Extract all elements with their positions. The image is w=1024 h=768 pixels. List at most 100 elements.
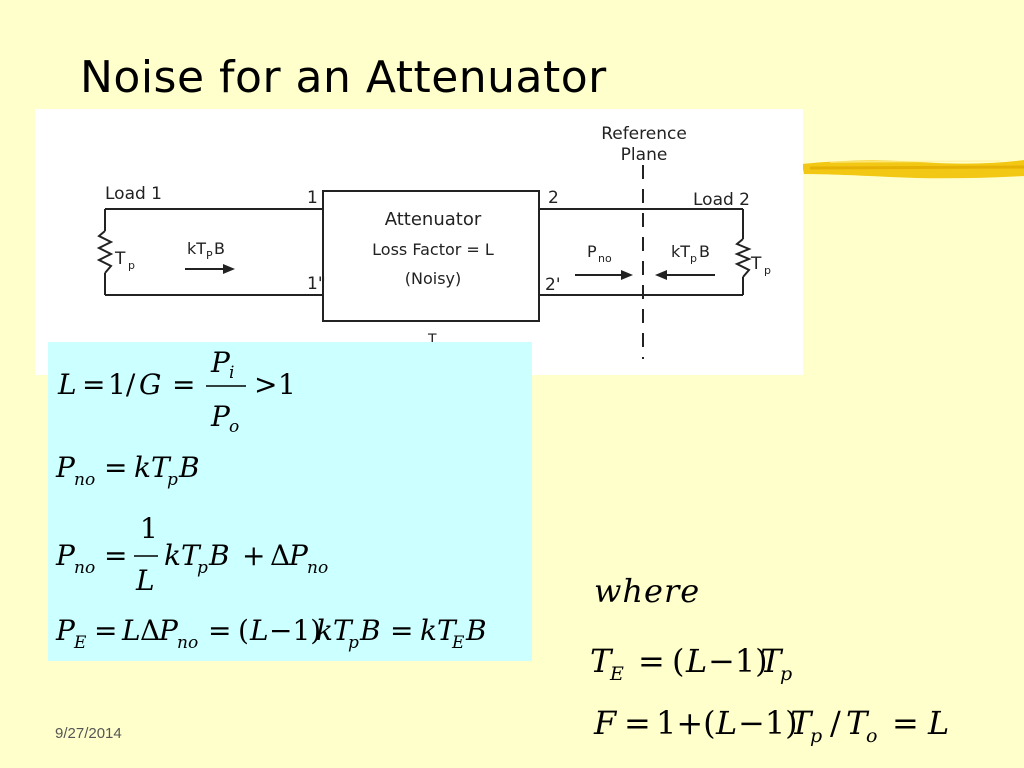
svg-text:=: = bbox=[172, 368, 195, 401]
svg-text:−1): −1) bbox=[738, 704, 798, 742]
svg-text:T: T bbox=[790, 704, 814, 742]
svg-text:B: B bbox=[699, 242, 710, 261]
attenuator-loss-factor: Loss Factor = L bbox=[372, 240, 494, 259]
svg-text:L: L bbox=[121, 614, 141, 647]
svg-text:p: p bbox=[764, 264, 771, 277]
svg-text:L: L bbox=[249, 614, 269, 647]
svg-text:T: T bbox=[114, 249, 126, 269]
svg-text:1/: 1/ bbox=[108, 368, 136, 401]
equation-f: F = 1+( L −1) T p / T o = L bbox=[593, 704, 949, 747]
svg-text:L: L bbox=[715, 704, 737, 742]
svg-text:p: p bbox=[810, 725, 822, 747]
svg-text:P: P bbox=[55, 539, 76, 572]
port-1-label: 1 bbox=[307, 188, 318, 208]
resistor-right-icon bbox=[734, 238, 752, 278]
svg-text:P: P bbox=[288, 539, 309, 572]
footer-date: 9/27/2014 bbox=[55, 725, 122, 742]
svg-text:=: = bbox=[94, 614, 117, 647]
svg-text:no: no bbox=[177, 633, 198, 653]
slide-title: Noise for an Attenuator bbox=[80, 52, 607, 103]
svg-text:B: B bbox=[178, 451, 200, 484]
svg-text:no: no bbox=[598, 252, 612, 265]
decorative-brush-stroke bbox=[802, 160, 1024, 179]
svg-text:kT: kT bbox=[671, 242, 690, 261]
equation-pe: P E = L Δ P no = ( L −1) kT p B = kT E B bbox=[55, 614, 487, 653]
svg-text:p: p bbox=[348, 633, 359, 653]
attenuator-title: Attenuator bbox=[385, 209, 482, 230]
svg-text:B: B bbox=[465, 614, 487, 647]
svg-text:no: no bbox=[74, 558, 95, 578]
svg-text:G: G bbox=[139, 368, 161, 401]
svg-text:kT: kT bbox=[134, 451, 172, 484]
svg-text:=: = bbox=[104, 451, 127, 484]
svg-text:L: L bbox=[927, 704, 949, 742]
svg-text:=: = bbox=[208, 614, 231, 647]
svg-text:E: E bbox=[451, 633, 465, 653]
svg-text:no: no bbox=[307, 558, 328, 578]
svg-text:P: P bbox=[158, 614, 179, 647]
svg-text:=: = bbox=[624, 704, 651, 742]
svg-text:P: P bbox=[55, 614, 76, 647]
svg-text:L: L bbox=[135, 564, 155, 597]
svg-text:o: o bbox=[229, 417, 239, 437]
svg-text:T: T bbox=[846, 704, 870, 742]
svg-text:E: E bbox=[73, 633, 87, 653]
svg-text:T: T bbox=[760, 642, 784, 680]
resistor-left-icon bbox=[96, 230, 114, 274]
svg-text:B: B bbox=[359, 614, 381, 647]
port-1pp-label: 1" bbox=[307, 274, 326, 294]
port-2-label: 2 bbox=[548, 188, 559, 208]
svg-text:1: 1 bbox=[140, 512, 158, 545]
svg-text:p: p bbox=[128, 259, 135, 272]
svg-text:kT: kT bbox=[187, 239, 206, 258]
svg-text:P: P bbox=[210, 400, 231, 433]
svg-text:i: i bbox=[229, 363, 234, 383]
reference-plane-label-2: Plane bbox=[621, 145, 668, 165]
attenuator-noisy: (Noisy) bbox=[405, 269, 462, 288]
svg-text:P: P bbox=[206, 249, 213, 262]
svg-text:+: + bbox=[242, 539, 265, 572]
svg-text:F: F bbox=[593, 704, 618, 742]
right-formulas: where T E = ( L −1) T p F = 1+( L −1) T … bbox=[580, 560, 1010, 760]
svg-text:p: p bbox=[197, 558, 208, 578]
svg-text:=: = bbox=[892, 704, 919, 742]
svg-text:P: P bbox=[587, 242, 597, 261]
svg-text:kT: kT bbox=[420, 614, 458, 647]
equation-te: T E = ( L −1) T p bbox=[590, 642, 792, 685]
equation-loss-factor: L = 1/ G = P i P o > 1 bbox=[57, 346, 296, 437]
svg-text:Δ: Δ bbox=[270, 539, 290, 572]
svg-text:(: ( bbox=[672, 642, 684, 680]
svg-text:B: B bbox=[214, 239, 225, 258]
svg-text:kT: kT bbox=[164, 539, 202, 572]
svg-text:=: = bbox=[82, 368, 105, 401]
svg-text:L: L bbox=[685, 642, 707, 680]
equation-pno: P no = kT p B bbox=[55, 451, 200, 490]
svg-text:T: T bbox=[750, 254, 762, 274]
svg-text:L: L bbox=[57, 368, 77, 401]
load1-label: Load 1 bbox=[105, 184, 162, 204]
svg-text:T: T bbox=[590, 642, 614, 680]
svg-text:p: p bbox=[690, 252, 697, 265]
svg-text:=: = bbox=[390, 614, 413, 647]
attenuator-box bbox=[322, 190, 540, 322]
formula-box: L = 1/ G = P i P o > 1 P no = kT p B P n… bbox=[48, 342, 532, 661]
svg-text:=: = bbox=[104, 539, 127, 572]
svg-text:p: p bbox=[167, 470, 178, 490]
reference-plane-label: Reference bbox=[601, 124, 687, 144]
svg-text:o: o bbox=[866, 725, 877, 747]
attenuator-diagram: Reference Plane Load 1 Load 2 T p kT P B… bbox=[35, 109, 803, 375]
svg-text:>: > bbox=[254, 368, 277, 401]
port-2p-label: 2' bbox=[545, 275, 561, 295]
svg-text:P: P bbox=[55, 451, 76, 484]
svg-text:no: no bbox=[74, 470, 95, 490]
svg-text:E: E bbox=[609, 663, 624, 685]
where-label: where bbox=[594, 572, 700, 610]
svg-text:Δ: Δ bbox=[140, 614, 160, 647]
svg-text:p: p bbox=[780, 663, 792, 685]
svg-text:(: ( bbox=[238, 614, 249, 647]
equation-pno-delta: P no = 1 L kT p B + Δ P no bbox=[55, 512, 328, 597]
svg-text:B: B bbox=[208, 539, 230, 572]
load2-label: Load 2 bbox=[693, 190, 750, 210]
svg-text:/: / bbox=[830, 704, 841, 742]
svg-text:1: 1 bbox=[278, 368, 296, 401]
